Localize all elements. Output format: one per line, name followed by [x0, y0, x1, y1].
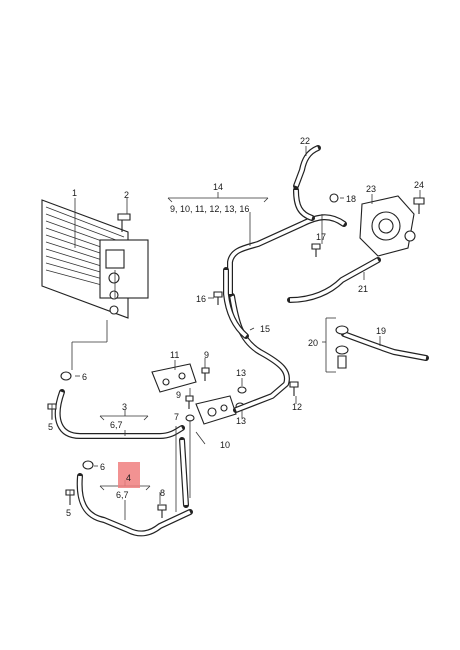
callout-22[interactable]: 22 — [300, 136, 310, 146]
highlight-part-4 — [118, 462, 140, 488]
callout-2[interactable]: 2 — [124, 190, 129, 200]
callout-1[interactable]: 1 — [72, 188, 77, 198]
callout-20[interactable]: 20 — [308, 338, 318, 348]
expansion-valve-10[interactable] — [195, 395, 237, 425]
callout-24[interactable]: 24 — [414, 180, 424, 190]
seal-6a[interactable] — [60, 371, 72, 381]
leader-lines — [51, 146, 421, 520]
bolt-8[interactable] — [157, 504, 167, 518]
callout-14[interactable]: 14 — [213, 182, 223, 192]
bracket-11[interactable] — [151, 363, 197, 393]
seal-18[interactable] — [329, 193, 339, 203]
callout-9a[interactable]: 9 — [204, 350, 209, 360]
seal-13a[interactable] — [237, 386, 247, 394]
bolt-9a[interactable] — [201, 367, 210, 381]
hose-3[interactable] — [54, 389, 185, 439]
line-14-branch[interactable] — [223, 267, 249, 339]
callout-23[interactable]: 23 — [366, 184, 376, 194]
callout-15[interactable]: 15 — [260, 324, 270, 334]
callout-6a[interactable]: 6 — [82, 372, 87, 382]
fitting-20[interactable] — [335, 325, 349, 369]
callout-3-sub: 6,7 — [110, 420, 123, 430]
hose-21[interactable] — [287, 257, 381, 303]
callout-17[interactable]: 17 — [316, 232, 326, 242]
callout-21[interactable]: 21 — [358, 284, 368, 294]
clip-16[interactable] — [213, 291, 223, 305]
bolt-17[interactable] — [311, 243, 321, 257]
callout-13a[interactable]: 13 — [236, 368, 246, 378]
callout-7[interactable]: 7 — [174, 412, 179, 422]
callout-14-sub: 9, 10, 11, 12, 13, 16 — [170, 204, 249, 214]
callout-11[interactable]: 11 — [170, 350, 179, 360]
callout-6b[interactable]: 6 — [100, 462, 105, 472]
callout-18[interactable]: 18 — [346, 194, 356, 204]
callout-16[interactable]: 16 — [196, 294, 206, 304]
callout-10[interactable]: 10 — [220, 440, 230, 450]
bolt-12[interactable] — [289, 381, 299, 396]
bolt-2[interactable] — [117, 213, 131, 232]
hose-22[interactable] — [293, 145, 321, 189]
hose-4[interactable] — [76, 473, 193, 537]
callout-12[interactable]: 12 — [292, 402, 302, 412]
seal-6b[interactable] — [82, 460, 94, 470]
callout-4[interactable]: 4 — [126, 473, 131, 483]
callout-5b[interactable]: 5 — [66, 508, 71, 518]
pump-23[interactable] — [359, 195, 416, 257]
line-15[interactable] — [229, 293, 290, 413]
callout-8[interactable]: 8 — [160, 488, 165, 498]
hose-19[interactable] — [341, 331, 429, 361]
callout-3[interactable]: 3 — [122, 402, 127, 412]
hose-4-riser[interactable] — [179, 437, 189, 508]
condenser[interactable] — [41, 199, 149, 319]
callout-19[interactable]: 19 — [376, 326, 386, 336]
callout-13b[interactable]: 13 — [236, 416, 246, 426]
callout-4-sub: 6,7 — [116, 490, 129, 500]
line-14[interactable] — [227, 214, 347, 297]
line-14-top[interactable] — [293, 187, 315, 221]
bolt-9b[interactable] — [185, 395, 194, 409]
callout-5a[interactable]: 5 — [48, 422, 53, 432]
callout-9b[interactable]: 9 — [176, 390, 181, 400]
bolt-24[interactable] — [413, 197, 425, 214]
